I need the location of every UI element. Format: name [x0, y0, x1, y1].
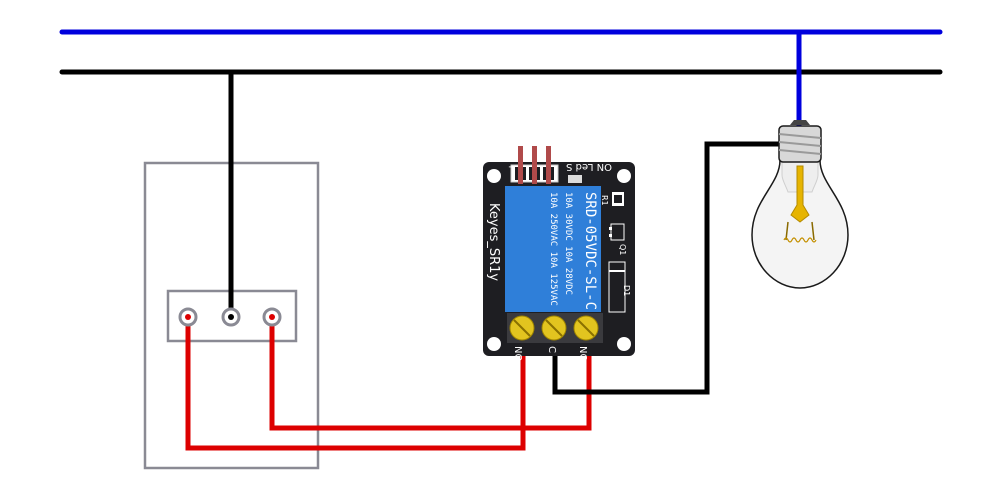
terminal-c: [541, 315, 567, 341]
terminal-nc-label: NC: [577, 346, 588, 360]
transistor-q1: [610, 223, 625, 241]
switch-wire-left: [185, 316, 526, 451]
switch-terminal-middle: [221, 307, 241, 327]
d1-label: D1: [622, 285, 631, 296]
terminal-no: [509, 315, 535, 341]
q1-label: Q1: [618, 244, 627, 255]
header-label: ON Led S: [566, 161, 612, 172]
relay-module-icon: ON Led S - Keyes_SR1y SRD-05VDC-SL-C 10A…: [483, 146, 635, 361]
terminal-nc: [573, 315, 599, 341]
r1-label: R1: [600, 195, 609, 206]
terminal-no-label: NO: [512, 346, 523, 361]
switch-terminal-right: [262, 307, 282, 327]
relay-rating-2: 10A 30VDC 10A 28VDC: [563, 192, 573, 295]
relay-body: [505, 186, 601, 312]
relay-model: SRD-05VDC-SL-C: [582, 192, 598, 310]
switch-terminal-left: [178, 307, 198, 327]
header-pins: [510, 146, 559, 184]
lamp-return-wire: [552, 141, 790, 395]
relay-rating-1: 10A 250VAC 10A 125VAC: [548, 192, 558, 306]
switch-wire-right: [269, 316, 592, 431]
status-led: [568, 175, 582, 183]
diode-d1: [608, 261, 626, 313]
terminal-c-label: C: [546, 346, 557, 353]
board-label: Keyes_SR1y: [486, 203, 501, 281]
header-minus: -: [508, 161, 512, 172]
light-bulb-icon: [751, 120, 849, 289]
